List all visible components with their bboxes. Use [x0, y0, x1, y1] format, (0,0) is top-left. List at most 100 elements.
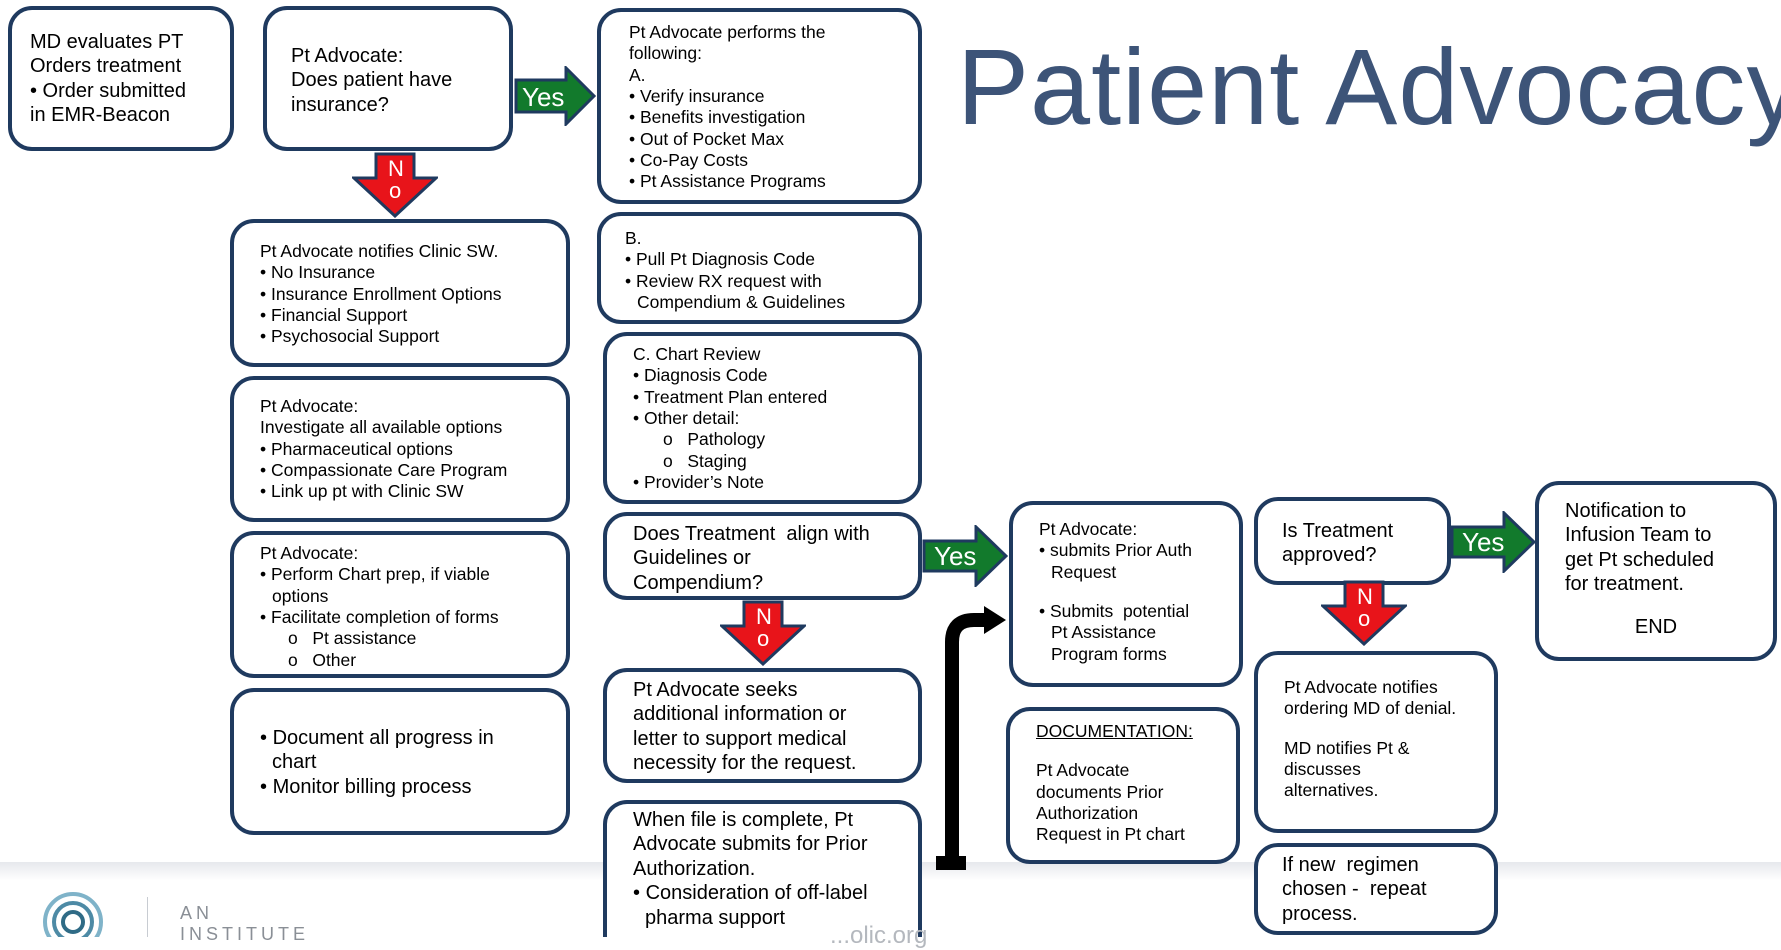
regimen-line: process. [1282, 902, 1358, 925]
box-b: B. Pull Pt Diagnosis Code Review RX requ… [597, 212, 922, 324]
seeks-line-4: necessity for the request. [633, 752, 857, 775]
seeks-line-3: letter to support medical [633, 727, 847, 750]
submit-arrow-elbow [936, 606, 1006, 870]
chart-prep-heading: Pt Advocate: [260, 543, 359, 563]
end-label: END [1634, 615, 1678, 638]
chart-prep-sub-item: Other [260, 650, 540, 671]
chart-prep-item: Perform Chart prep, if viable options [260, 564, 540, 607]
investigate-line-1: Pt Advocate: [260, 396, 359, 416]
denial-line: alternatives. [1284, 780, 1379, 801]
no-arrow-down: N o [1321, 580, 1407, 646]
regimen-line: chosen - repeat [1282, 878, 1427, 901]
file-list: Consideration of off-label pharma suppor… [633, 881, 892, 930]
box-a-item: Co-Pay Costs [629, 150, 890, 171]
chart-prep-sub-item: Pt assistance [260, 628, 540, 649]
box-c-list: Diagnosis Code Treatment Plan entered Ot… [633, 365, 892, 493]
md-line-1: MD evaluates PT [30, 31, 184, 53]
page-title: Patient Advocacy [957, 26, 1781, 147]
notify-clinic-sw-box: Pt Advocate notifies Clinic SW. No Insur… [230, 219, 570, 367]
spacer [1284, 720, 1468, 738]
box-a-list: Verify insurance Benefits investigation … [629, 86, 890, 193]
seeks-line-1: Pt Advocate seeks [633, 679, 798, 701]
file-item: Consideration of off-label pharma suppor… [633, 881, 892, 930]
box-c-item: Diagnosis Code [633, 365, 892, 386]
prior-auth-box: Pt Advocate: submits Prior Auth Request … [1009, 501, 1243, 687]
no-label-o: o [1358, 606, 1370, 631]
no-label-n: N [388, 156, 404, 181]
box-c-sub-item: Pathology [633, 429, 892, 450]
footer-divider [147, 897, 148, 937]
document-list: Document all progress in chart Monitor b… [260, 726, 540, 799]
box-c-item: Other detail: [633, 408, 892, 429]
notification-line: Infusion Team to [1565, 524, 1712, 547]
denial-line: MD notifies Pt & [1284, 737, 1410, 758]
box-a-item: Benefits investigation [629, 107, 890, 128]
documentation-line: documents Prior [1036, 781, 1164, 802]
file-line-2: Advocate submits for Prior [633, 833, 868, 856]
investigate-list: Pharmaceutical options Compassionate Car… [260, 439, 540, 503]
investigate-item: Link up pt with Clinic SW [260, 481, 540, 502]
documentation-line: Authorization [1036, 803, 1139, 824]
notification-line: Notification to [1565, 500, 1687, 522]
document-item: Monitor billing process [260, 775, 540, 799]
box-c-heading: C. Chart Review [633, 344, 761, 364]
box-a-line-3: A. [629, 64, 646, 85]
notify-sw-item: Financial Support [260, 305, 540, 326]
insurance-question-box: Pt Advocate: Does patient have insurance… [263, 6, 513, 151]
chart-prep-list: Perform Chart prep, if viable options Fa… [260, 564, 540, 671]
prior-auth-list: submits Prior Auth Request Submits poten… [1039, 540, 1213, 665]
insurance-q-line-1: Pt Advocate: [291, 45, 404, 67]
footer-url-fragment: ...olic.org [830, 922, 928, 949]
prior-auth-heading: Pt Advocate: [1039, 519, 1138, 539]
align-q-line-2: Guidelines or [633, 547, 751, 570]
yes-label: Yes [934, 541, 976, 571]
investigate-item: Pharmaceutical options [260, 439, 540, 460]
approved-q-line-1: Is Treatment [1282, 520, 1394, 542]
notification-line: get Pt scheduled [1565, 548, 1714, 571]
notify-sw-heading: Pt Advocate notifies Clinic SW. [260, 241, 499, 261]
denial-notify-box: Pt Advocate notifies ordering MD of deni… [1254, 651, 1498, 833]
insurance-q-line-2: Does patient have [291, 69, 453, 92]
yes-arrow-right: Yes [922, 525, 1008, 587]
notify-sw-item: No Insurance [260, 262, 540, 283]
regimen-line: If new regimen [1282, 854, 1419, 876]
yes-label: Yes [1462, 527, 1504, 557]
documentation-box: DOCUMENTATION: Pt Advocate documents Pri… [1006, 707, 1240, 864]
denial-line: ordering MD of denial. [1284, 698, 1457, 719]
no-arrow-down: N o [352, 152, 438, 218]
notify-sw-item: Insurance Enrollment Options [260, 284, 540, 305]
spacer [1036, 742, 1210, 760]
insurance-q-line-3: insurance? [291, 93, 389, 116]
seeks-info-box: Pt Advocate seeks additional information… [603, 668, 922, 783]
document-progress-box: Document all progress in chart Monitor b… [230, 688, 570, 835]
no-arrow-down: N o [720, 600, 806, 666]
box-a-item: Verify insurance [629, 86, 890, 107]
no-label-o: o [389, 178, 401, 203]
treatment-approved-question-box: Is Treatment approved? [1254, 497, 1451, 585]
spacer [1039, 583, 1213, 601]
approved-q-line-2: approved? [1282, 544, 1377, 567]
new-regimen-box: If new regimen chosen - repeat process. [1254, 843, 1498, 935]
no-label-n: N [756, 604, 772, 629]
md-line-3: • Order submitted [30, 79, 186, 102]
yes-arrow-right: Yes [1450, 511, 1536, 573]
box-a-item: Out of Pocket Max [629, 129, 890, 150]
align-q-line-1: Does Treatment align with [633, 523, 870, 545]
documentation-heading: DOCUMENTATION: [1036, 721, 1193, 741]
denial-line: discusses [1284, 759, 1361, 780]
notification-line: for treatment. [1565, 573, 1684, 596]
prior-auth-item: submits Prior Auth Request [1039, 540, 1213, 583]
no-label-o: o [757, 626, 769, 651]
box-a-item: Pt Assistance Programs [629, 171, 890, 192]
yes-arrow-right: Yes [514, 66, 596, 126]
box-b-item: Pull Pt Diagnosis Code [625, 249, 894, 270]
align-q-line-3: Compendium? [633, 571, 764, 594]
spacer [1565, 597, 1747, 615]
chart-prep-item: Facilitate completion of forms [260, 607, 540, 628]
md-line-2: Orders treatment [30, 55, 182, 78]
box-a-line-2: following: [629, 43, 702, 64]
box-c-sub-item: Staging [633, 451, 892, 472]
footer-logo-text-2: INSTITUTE [180, 924, 309, 944]
box-a-line-1: Pt Advocate performs the [629, 22, 826, 42]
no-label-n: N [1357, 584, 1373, 609]
